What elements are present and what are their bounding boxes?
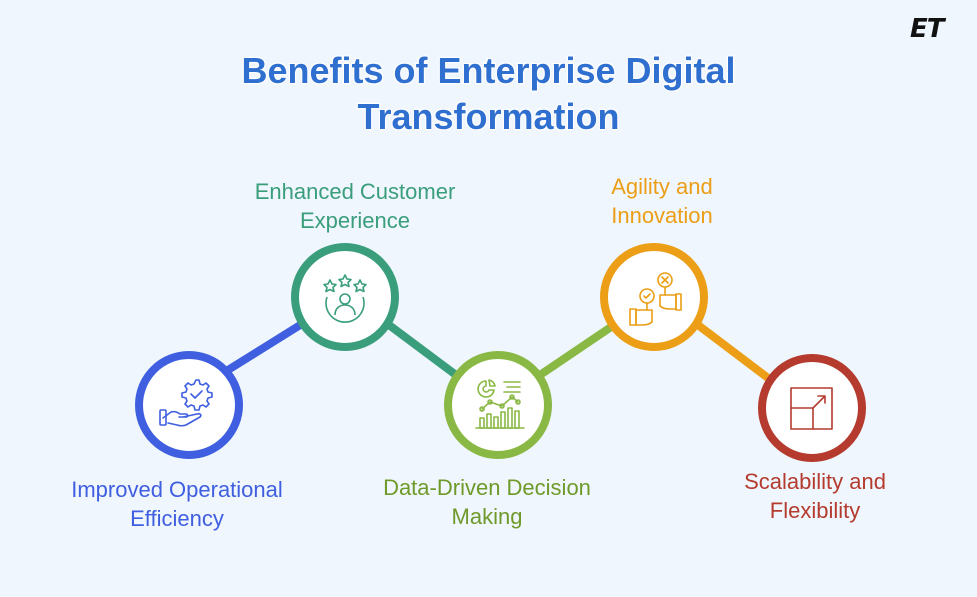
analytics-chart-icon <box>475 379 525 429</box>
label-operational-efficiency: Improved Operational Efficiency <box>71 477 283 531</box>
user-stars-rating-icon <box>323 274 367 323</box>
benefit-node-operational-efficiency <box>135 351 243 459</box>
connector-4-5 <box>691 318 775 385</box>
hands-check-cross-signs-icon <box>629 272 682 326</box>
label-agility-innovation: Agility and Innovation <box>611 174 713 228</box>
et-logo: ET <box>910 14 944 44</box>
page-title: Benefits of Enterprise Digital Transform… <box>0 48 977 140</box>
title-line-2: Transformation <box>357 96 620 137</box>
scale-expand-square-icon <box>790 387 833 430</box>
benefit-node-agility-innovation <box>600 243 708 351</box>
connector-2-3 <box>382 318 463 382</box>
connector-1-2 <box>225 318 308 374</box>
benefit-node-customer-experience <box>291 243 399 351</box>
title-line-1: Benefits of Enterprise Digital <box>241 50 736 91</box>
label-data-driven-decisions: Data-Driven Decision Making <box>383 475 591 529</box>
hand-gear-check-icon <box>159 379 213 427</box>
benefit-node-data-driven-decisions <box>444 351 552 459</box>
benefit-node-scalability-flexibility <box>758 354 866 462</box>
label-scalability-flexibility: Scalability and Flexibility <box>744 469 886 523</box>
connector-3-4 <box>537 321 617 379</box>
label-customer-experience: Enhanced Customer Experience <box>254 179 456 233</box>
